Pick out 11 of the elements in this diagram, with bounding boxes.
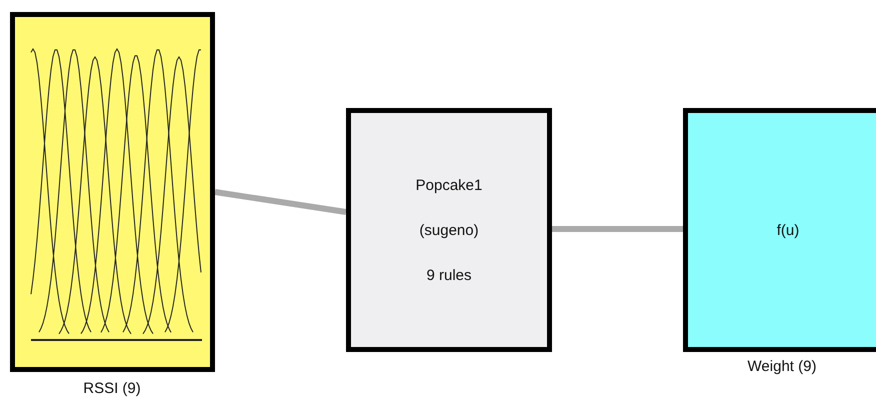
connector-line xyxy=(214,189,346,215)
block-label: (sugeno) xyxy=(419,222,479,238)
block-caption: Weight (9) xyxy=(748,358,816,375)
membership-function-box xyxy=(10,12,215,372)
block-box xyxy=(683,108,876,352)
block-box xyxy=(346,108,552,352)
block-label: Popcake1 xyxy=(416,176,482,194)
block-label: 9 rules xyxy=(426,266,472,284)
block-label: f(u) xyxy=(776,222,800,238)
block-caption: RSSI (9) xyxy=(83,380,141,397)
connector-line xyxy=(552,226,683,232)
